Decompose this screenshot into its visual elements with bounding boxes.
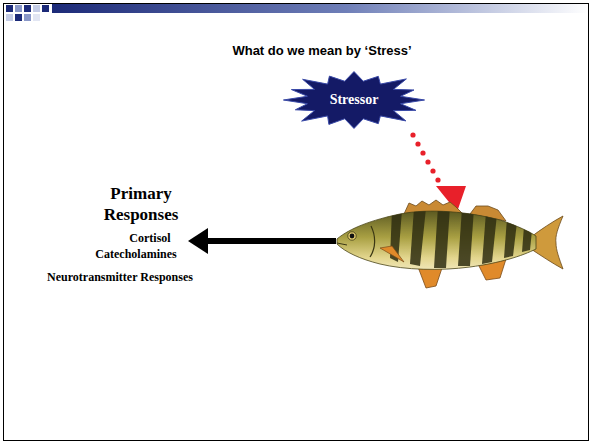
- stressor-burst: Stressor: [282, 71, 426, 129]
- response-heading: Primary Responses: [85, 183, 197, 225]
- header-squares: [6, 5, 49, 21]
- stress-arrow: [410, 132, 466, 212]
- starburst-outline: [283, 72, 424, 129]
- response-item: Cortisol: [129, 231, 170, 245]
- perch-fish: [337, 200, 563, 288]
- response-arrow: [188, 228, 336, 254]
- response-item: Catecholamines: [95, 247, 176, 261]
- slide-frame: [4, 4, 589, 441]
- response-item: Neurotransmitter Responses: [47, 270, 193, 284]
- stressor-label: Stressor: [330, 92, 379, 108]
- slide-title: What do we mean by ‘Stress’: [232, 43, 411, 58]
- header-bar: [52, 4, 588, 13]
- node-text-wrap: Stressor: [282, 71, 426, 129]
